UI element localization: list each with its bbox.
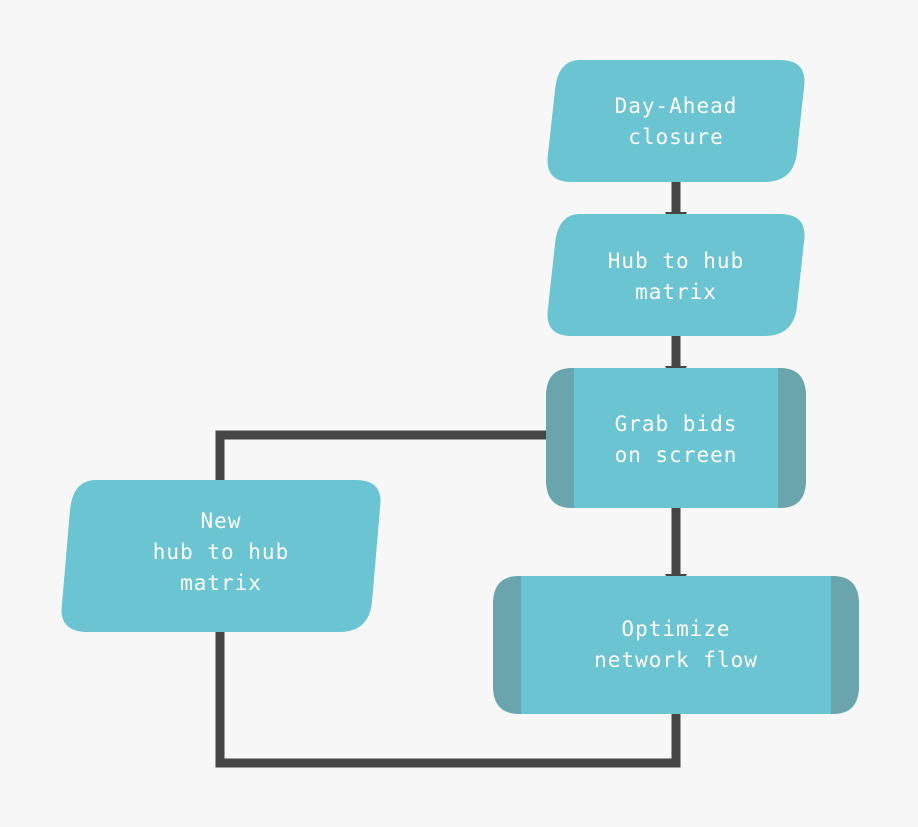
node-label-line: closure: [628, 125, 724, 149]
process-side-bar-left: [493, 576, 521, 714]
process-side-bar-right: [831, 576, 859, 714]
edge-new-matrix-to-grab-bids: [215, 424, 570, 480]
svg-text:matrix: matrix: [635, 280, 717, 304]
node-label-line: Hub to hub: [608, 249, 744, 273]
svg-text:Day-Ahead: Day-Ahead: [615, 94, 738, 118]
process-side-bar-right: [778, 368, 806, 508]
svg-text:on screen: on screen: [615, 443, 738, 467]
svg-text:matrix: matrix: [180, 571, 262, 595]
node-label-line: Grab bids: [615, 412, 738, 436]
node-label-line: on screen: [615, 443, 738, 467]
node-label-line: Day-Ahead: [615, 94, 738, 118]
node-optimize-network-flow: Optimize network flow: [493, 576, 859, 714]
process-shape: [546, 368, 806, 508]
svg-text:network flow: network flow: [594, 648, 758, 672]
svg-text:Hub to hub: Hub to hub: [608, 249, 744, 273]
parallelogram-shape: [547, 214, 805, 336]
svg-text:Optimize: Optimize: [621, 617, 730, 641]
svg-text:New: New: [201, 509, 242, 533]
node-label-line: hub to hub: [153, 540, 289, 564]
parallelogram-shape: [61, 480, 381, 632]
node-grab-bids-on-screen: Grab bids on screen: [546, 368, 806, 508]
node-label-line: Optimize: [621, 617, 730, 641]
node-label-line: matrix: [180, 571, 262, 595]
node-label-line: matrix: [635, 280, 717, 304]
node-label-line: network flow: [594, 648, 758, 672]
node-day-ahead-closure: Day-Ahead closure: [547, 60, 805, 182]
node-label-line: New: [201, 509, 242, 533]
svg-text:closure: closure: [628, 125, 724, 149]
svg-text:hub to hub: hub to hub: [153, 540, 289, 564]
svg-text:Grab bids: Grab bids: [615, 412, 738, 436]
node-new-hub-to-hub-matrix: New hub to hub matrix: [61, 480, 381, 632]
node-hub-to-hub-matrix: Hub to hub matrix: [547, 214, 805, 336]
process-shape: [493, 576, 859, 714]
parallelogram-shape: [547, 60, 805, 182]
process-side-bar-left: [546, 368, 574, 508]
